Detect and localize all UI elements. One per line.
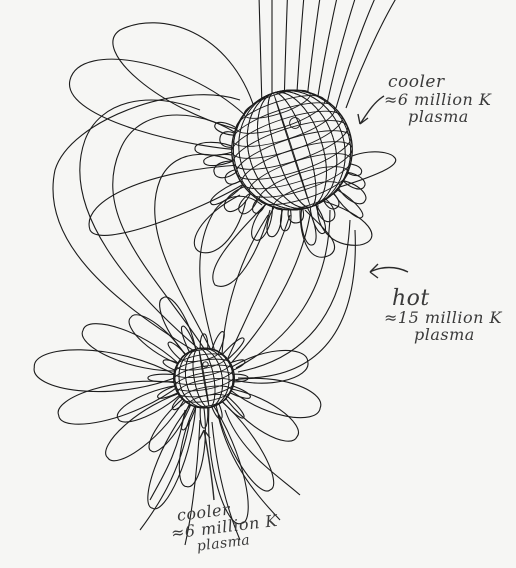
arrow-middle xyxy=(370,264,408,278)
annotation-label: hot xyxy=(392,287,502,310)
coronal-loop xyxy=(89,165,242,235)
annotation-medium: plasma xyxy=(408,109,491,126)
annotation-medium: plasma xyxy=(414,327,502,344)
hot-loop xyxy=(222,215,268,355)
petal-loop xyxy=(148,398,196,509)
petal-loop xyxy=(106,390,190,461)
petal-loop xyxy=(82,324,186,371)
coronal-loop xyxy=(69,59,250,150)
top-sphere-annotation: cooler ≈6 million K plasma xyxy=(388,74,491,125)
open-field-line xyxy=(258,0,262,108)
hot-plasma-annotation: hot ≈15 million K plasma xyxy=(392,287,502,344)
open-field-line xyxy=(336,0,390,108)
open-field-line xyxy=(306,0,330,108)
hot-loop xyxy=(200,196,262,352)
arrow-top xyxy=(358,96,384,124)
open-field-line xyxy=(316,0,350,108)
petal-loop xyxy=(218,387,299,441)
hot-loop xyxy=(113,115,245,350)
top-star-sphere xyxy=(216,74,368,226)
